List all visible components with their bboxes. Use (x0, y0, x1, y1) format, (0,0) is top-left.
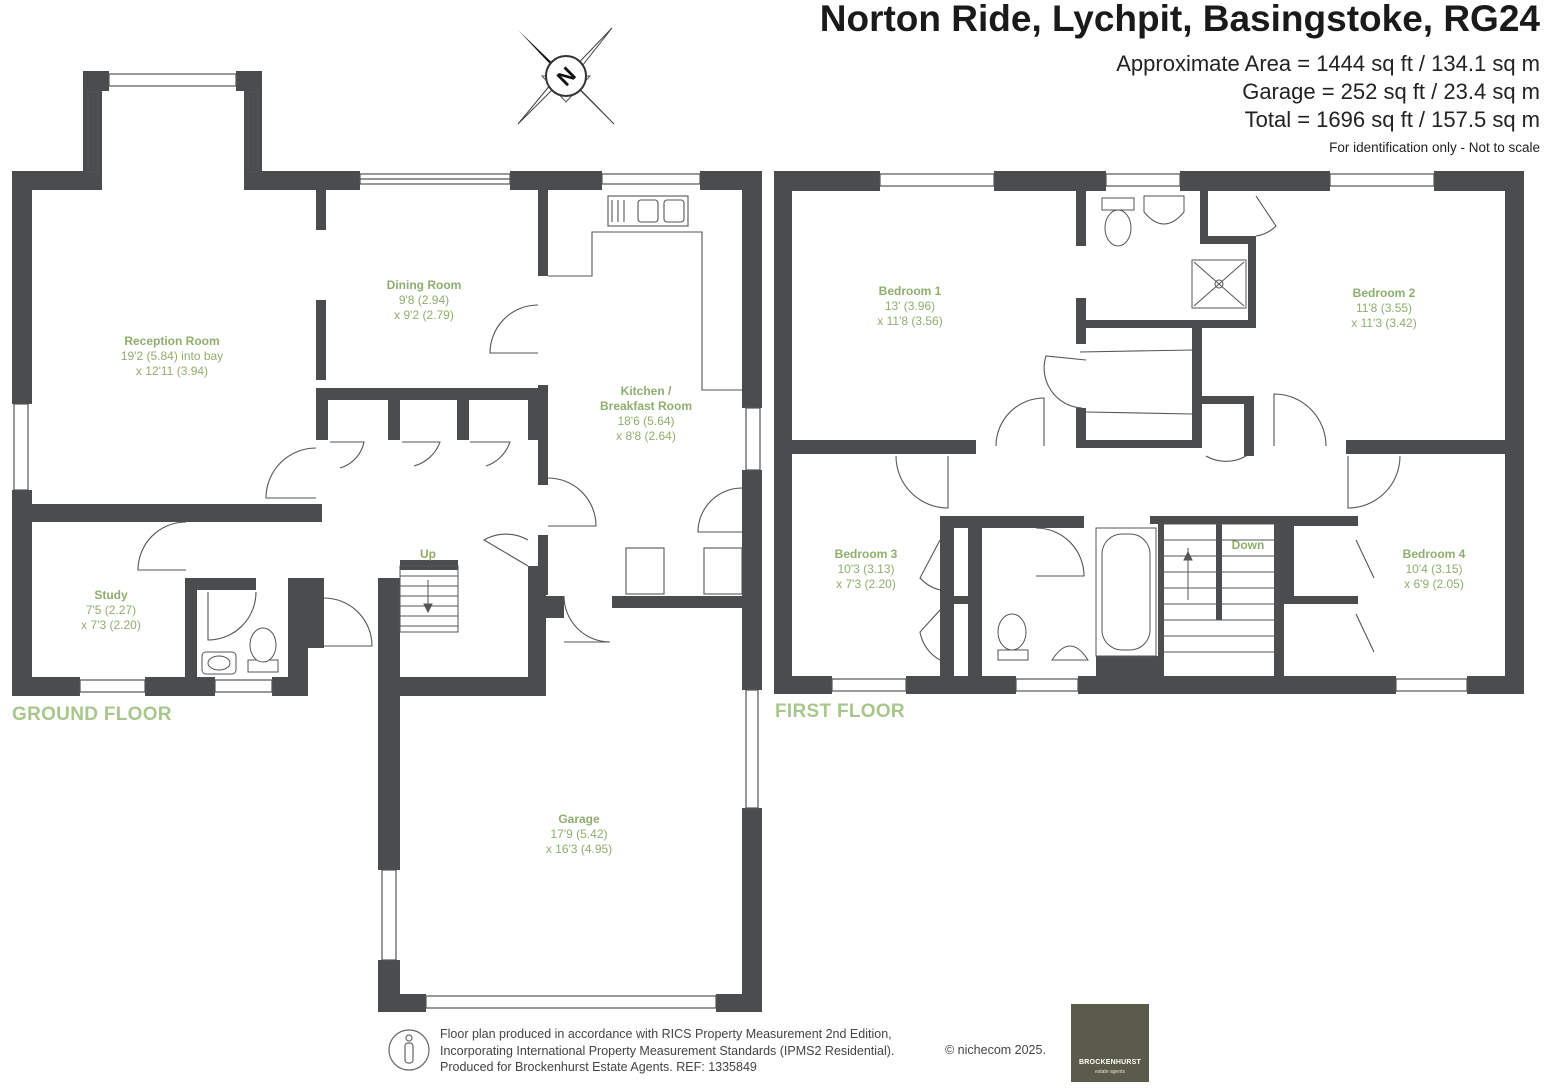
room-label-study: Study 7'5 (2.27) x 7'3 (2.20) (81, 588, 141, 633)
room-name: Reception Room (124, 334, 220, 348)
room-label-kitchen: Kitchen / Breakfast Room 18'6 (5.64) x 8… (600, 384, 692, 444)
stairs-label-up: Up (420, 547, 436, 562)
compass-rose: N (517, 27, 615, 125)
room-dimension: x 12'11 (3.94) (135, 364, 209, 378)
stairs-direction: Up (420, 547, 436, 561)
ground-floor-windows (13, 73, 761, 1009)
ground-floor-stairs (399, 565, 459, 633)
room-label-reception: Reception Room 19'2 (5.84) into bay x 12… (121, 334, 223, 379)
footer-line: Produced for Brockenhurst Estate Agents.… (440, 1060, 757, 1074)
room-dimension: x 8'8 (2.64) (616, 429, 676, 443)
area-summary: Approximate Area = 1444 sq ft / 134.1 sq… (1116, 50, 1540, 158)
logo-brand: BROCKENHURST (1079, 1059, 1141, 1066)
kitchen-units (548, 195, 743, 595)
ground-floor-label: GROUND FLOOR (12, 704, 172, 725)
agent-logo: BROCKENHURST estate agents (1071, 1004, 1149, 1082)
ground-floor-doors (137, 304, 743, 647)
room-label-bedroom3: Bedroom 3 10'3 (3.13) x 7'3 (2.20) (835, 547, 898, 592)
property-title: Norton Ride, Lychpit, Basingstoke, RG24 (819, 0, 1540, 39)
person-icon (388, 1029, 430, 1071)
room-dimension: 18'6 (5.64) (617, 414, 675, 428)
room-label-bedroom2: Bedroom 2 11'8 (3.55) x 11'3 (3.42) (1351, 286, 1416, 331)
room-label-bedroom1: Bedroom 1 13' (3.96) x 11'8 (3.56) (877, 284, 942, 329)
room-name: Garage (558, 812, 600, 826)
first-floor-doors (895, 195, 1401, 661)
room-dimension: x 16'3 (4.95) (545, 842, 613, 856)
room-dimension: 19'2 (5.84) into bay (120, 349, 224, 363)
room-dimension: x 6'9 (2.05) (1404, 577, 1464, 591)
logo-tagline: estate agents (1094, 1069, 1126, 1075)
room-dimension: 11'8 (3.55) (1355, 301, 1413, 315)
room-name: Study (94, 588, 128, 602)
footer-line: Floor plan produced in accordance with R… (440, 1027, 892, 1041)
room-name: Bedroom 3 (834, 547, 898, 561)
room-name: Dining Room (386, 278, 462, 292)
room-dimension: x 7'3 (2.20) (81, 618, 141, 632)
first-floor-stairs (1159, 523, 1279, 653)
room-dimension: x 11'3 (3.42) (1351, 316, 1417, 330)
room-dimension: 9'8 (2.94) (398, 293, 450, 307)
room-dimension: x 11'8 (3.56) (877, 314, 943, 328)
stairs-direction: Down (1231, 538, 1265, 552)
copyright-notice: © nichecom 2025. (945, 1043, 1046, 1057)
room-dimension: 7'5 (2.27) (85, 603, 137, 617)
stairs-label-down: Down (1232, 538, 1265, 553)
room-name: Bedroom 2 (1352, 286, 1416, 300)
room-dimension: 13' (3.96) (884, 299, 936, 313)
room-dimension: x 7'3 (2.20) (836, 577, 896, 591)
garage-area: Garage = 252 sq ft / 23.4 sq m (1242, 79, 1540, 104)
room-name: Kitchen / (620, 384, 672, 398)
room-label-garage: Garage 17'9 (5.42) x 16'3 (4.95) (546, 812, 612, 857)
approximate-area: Approximate Area = 1444 sq ft / 134.1 sq… (1116, 51, 1540, 76)
first-floor-walls (774, 171, 1524, 694)
ground-floor-walls (12, 71, 762, 1012)
room-dimension: 17'9 (5.42) (550, 827, 608, 841)
room-dimension: 10'3 (3.13) (837, 562, 895, 576)
room-name: Bedroom 1 (878, 284, 942, 298)
room-label-bedroom4: Bedroom 4 10'4 (3.15) x 6'9 (2.05) (1403, 547, 1466, 592)
footer-disclaimer: Floor plan produced in accordance with R… (440, 1026, 894, 1076)
bathroom-fixtures (997, 195, 1247, 661)
footer-line: Incorporating International Property Mea… (440, 1043, 895, 1058)
scale-note: For identification only - Not to scale (1329, 140, 1540, 155)
first-floor-windows (831, 173, 1468, 692)
room-dimension: 10'4 (3.15) (1405, 562, 1463, 576)
first-floor-label: FIRST FLOOR (775, 701, 905, 722)
total-area: Total = 1696 sq ft / 157.5 sq m (1244, 107, 1540, 132)
room-dimension: x 9'2 (2.79) (394, 308, 454, 322)
room-label-dining: Dining Room 9'8 (2.94) x 9'2 (2.79) (387, 278, 462, 323)
room-name: Breakfast Room (599, 399, 693, 413)
room-name: Bedroom 4 (1402, 547, 1466, 561)
wc-fixtures (201, 627, 279, 675)
